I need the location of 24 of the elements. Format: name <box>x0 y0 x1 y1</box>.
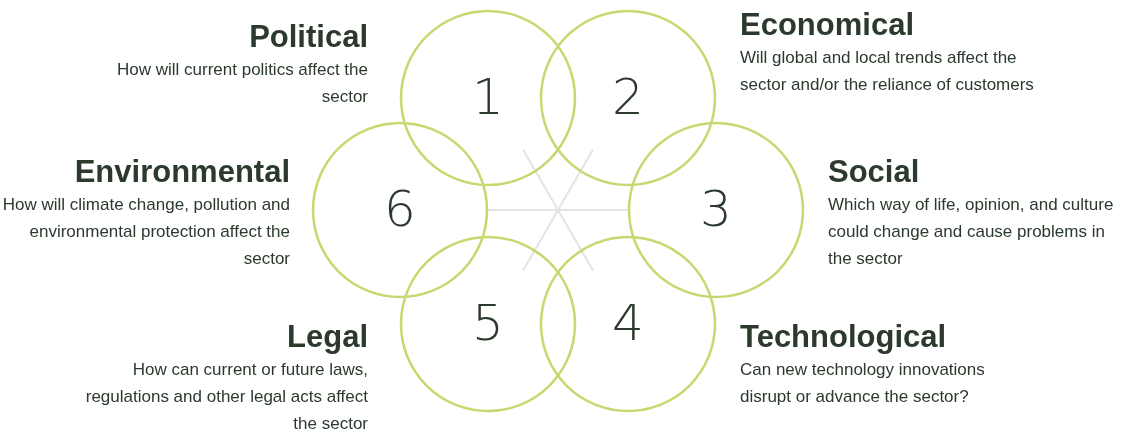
circle-number: 3 <box>700 184 732 234</box>
category-heading: Legal <box>286 318 368 356</box>
category-description: Will global and local trends affect the sector and/or the reliance of customers <box>740 47 1035 96</box>
numbered-circle <box>540 236 716 412</box>
numbered-circle <box>312 122 488 298</box>
circle-number: 1 <box>472 72 504 122</box>
numbered-circle <box>400 236 576 412</box>
category-heading: Social <box>828 153 921 191</box>
numbered-circle <box>540 10 716 186</box>
category-description: Can new technology innovations disrupt or advance the sector? <box>740 359 986 408</box>
numbered-circle <box>628 122 804 298</box>
category-heading: Environmental <box>73 153 290 191</box>
category-description: How will current politics affect the sector <box>116 59 368 108</box>
category-heading: Economical <box>740 6 915 44</box>
circle-number: 4 <box>612 298 644 348</box>
circle-number: 5 <box>472 298 504 348</box>
circle-number: 2 <box>612 72 644 122</box>
category-description: How will climate change, pollution and environmental protection affect the sector <box>1 194 290 270</box>
category-description: How can current or future laws, regulations and other legal acts affect the sector <box>84 359 368 434</box>
circle-number: 6 <box>384 184 416 234</box>
category-heading: Political <box>248 18 368 56</box>
category-heading: Technological <box>740 318 948 356</box>
category-description: Which way of life, opinion, and culture could change and cause problems in the sector <box>828 194 1115 270</box>
numbered-circle <box>400 10 576 186</box>
